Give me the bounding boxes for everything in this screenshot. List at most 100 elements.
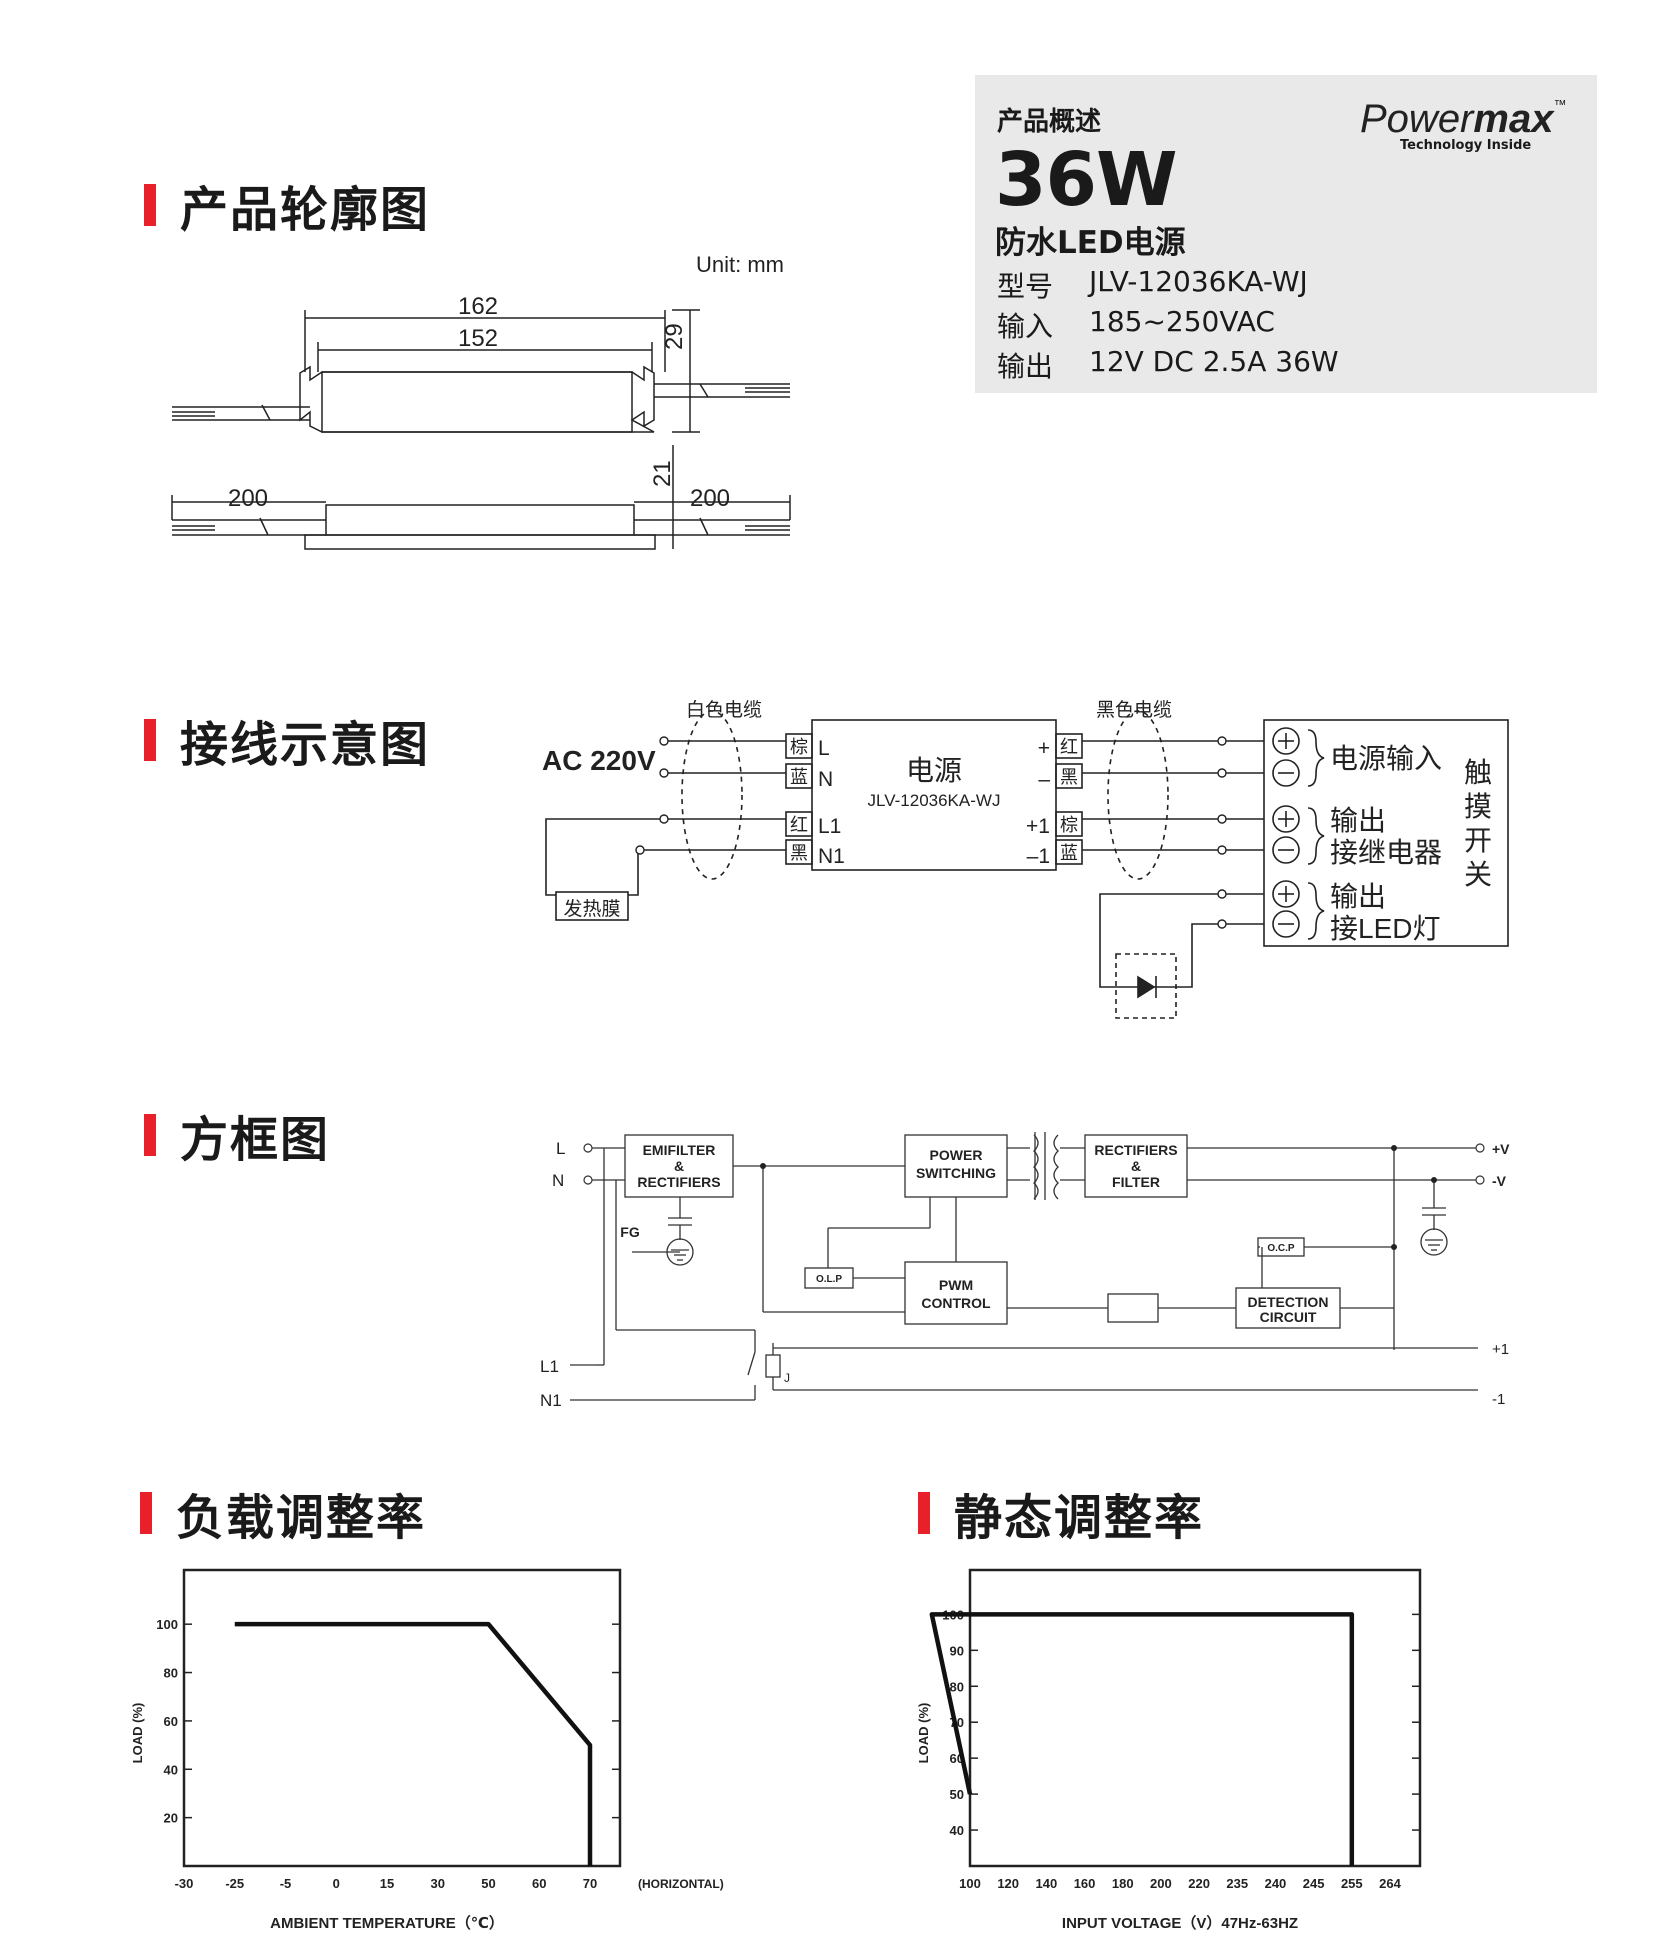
pin-N1: N1 bbox=[818, 845, 845, 868]
dim-200-right: 200 bbox=[690, 485, 730, 512]
switch-title-2: 开 bbox=[1464, 825, 1492, 856]
x-tick-label: 264 bbox=[1379, 1876, 1401, 1891]
in-color-3: 黑 bbox=[790, 843, 808, 863]
sign-plus: + bbox=[1038, 737, 1050, 760]
pin-N: N bbox=[818, 768, 833, 791]
dim-152: 152 bbox=[458, 325, 498, 352]
pin-L1: L1 bbox=[818, 815, 841, 838]
svg-text:N1: N1 bbox=[540, 1391, 562, 1410]
svg-text:+V: +V bbox=[1492, 1141, 1510, 1157]
dim-29: 29 bbox=[661, 323, 688, 350]
group-power-input: 电源输入 bbox=[1330, 743, 1442, 774]
svg-text:L1: L1 bbox=[540, 1357, 559, 1376]
svg-text:FILTER: FILTER bbox=[1112, 1174, 1160, 1190]
psu-name: 电源 bbox=[906, 755, 962, 786]
y-tick-label: 60 bbox=[164, 1714, 178, 1729]
x-tick-label: -25 bbox=[225, 1876, 244, 1891]
psu-model: JLV-12036KA-WJ bbox=[868, 791, 1001, 810]
product-name: 防水LED电源 bbox=[995, 225, 1186, 261]
switch-title-1: 摸 bbox=[1464, 791, 1492, 822]
y-tick-label: 100 bbox=[156, 1617, 178, 1632]
plus-icon bbox=[1272, 727, 1300, 755]
svg-text:-V: -V bbox=[1492, 1173, 1507, 1189]
wiring-diagram: AC 220V 白色电缆 黑色电缆 发热膜 电源 JLV-12036KA-WJ … bbox=[542, 699, 1509, 1019]
y-tick-label: 50 bbox=[950, 1787, 964, 1802]
in-color-0: 棕 bbox=[790, 737, 808, 757]
y-tick-label: 40 bbox=[950, 1823, 964, 1838]
x-tick-label: 140 bbox=[1036, 1876, 1058, 1891]
dim-200-left: 200 bbox=[228, 485, 268, 512]
sign-minus: – bbox=[1038, 768, 1050, 791]
in-color-2: 红 bbox=[790, 815, 808, 835]
block-diagram: EMIFILTER & RECTIFIERS POWER SWITCHING R… bbox=[540, 1132, 1510, 1410]
plus-icon bbox=[1272, 805, 1300, 833]
white-cable-label: 白色电缆 bbox=[686, 699, 762, 721]
section-marker bbox=[140, 1492, 152, 1534]
x-tick-label: -30 bbox=[175, 1876, 194, 1891]
dim-21: 21 bbox=[649, 460, 676, 487]
section-marker bbox=[144, 719, 156, 761]
switch-title-3: 关 bbox=[1464, 859, 1492, 890]
x-axis-label: INPUT VOLTAGE（V）47Hz-63HZ bbox=[1062, 1914, 1298, 1932]
x-tick-label: 245 bbox=[1303, 1876, 1325, 1891]
out-color-0: 红 bbox=[1060, 737, 1078, 757]
svg-text:-1: -1 bbox=[1492, 1391, 1505, 1408]
section-title-block: 方框图 bbox=[144, 1100, 330, 1170]
svg-text:CIRCUIT: CIRCUIT bbox=[1260, 1309, 1317, 1325]
out-color-1: 黑 bbox=[1060, 767, 1078, 787]
ac-220v-label: AC 220V bbox=[542, 745, 656, 776]
section-title-wiring: 接线示意图 bbox=[144, 705, 430, 775]
svg-text:EMIFILTER: EMIFILTER bbox=[643, 1142, 716, 1158]
svg-text:DETECTION: DETECTION bbox=[1248, 1294, 1329, 1310]
svg-text:SWITCHING: SWITCHING bbox=[916, 1165, 996, 1181]
group-led-2: 接LED灯 bbox=[1330, 913, 1440, 944]
x-tick-label: 60 bbox=[532, 1876, 546, 1891]
y-axis-label: LOAD (%) bbox=[130, 1703, 145, 1764]
group-relay-2: 接继电器 bbox=[1330, 837, 1442, 868]
x-tick-label: 15 bbox=[380, 1876, 394, 1891]
svg-text:J: J bbox=[784, 1371, 790, 1385]
minus-icon bbox=[1272, 836, 1300, 864]
overview-label: 产品概述 bbox=[997, 107, 1102, 137]
x-tick-label: 200 bbox=[1150, 1876, 1172, 1891]
group-relay-1: 输出 bbox=[1330, 805, 1386, 836]
x-tick-label: 235 bbox=[1226, 1876, 1248, 1891]
black-cable-label: 黑色电缆 bbox=[1096, 699, 1172, 721]
y-tick-label: 80 bbox=[950, 1679, 964, 1694]
svg-text:RECTIFIERS: RECTIFIERS bbox=[1094, 1142, 1177, 1158]
y-tick-label: 90 bbox=[950, 1643, 964, 1658]
minus-icon bbox=[1272, 759, 1300, 787]
svg-text:L: L bbox=[556, 1139, 565, 1158]
sign-plus1: +1 bbox=[1026, 815, 1050, 838]
x-tick-label: 220 bbox=[1188, 1876, 1210, 1891]
x-tick-label: 240 bbox=[1265, 1876, 1287, 1891]
section-title-static-regulation: 静态调整率 bbox=[918, 1478, 1204, 1548]
in-color-1: 蓝 bbox=[790, 767, 808, 787]
switch-title-0: 触 bbox=[1464, 757, 1492, 788]
x-tick-label: 120 bbox=[997, 1876, 1019, 1891]
heater-label: 发热膜 bbox=[563, 898, 620, 920]
y-tick-label: 40 bbox=[164, 1762, 178, 1777]
section-marker bbox=[918, 1492, 930, 1534]
plus-icon bbox=[1272, 880, 1300, 908]
x-tick-label: 100 bbox=[959, 1876, 981, 1891]
x-axis-label: AMBIENT TEMPERATURE（℃） bbox=[270, 1914, 504, 1932]
y-tick-label: 80 bbox=[164, 1666, 178, 1681]
y-tick-label: 20 bbox=[164, 1811, 178, 1826]
svg-text:O.L.P: O.L.P bbox=[816, 1274, 842, 1285]
x-axis-note: (HORIZONTAL) bbox=[638, 1877, 724, 1891]
section-marker bbox=[144, 1114, 156, 1156]
x-tick-label: 0 bbox=[333, 1876, 340, 1891]
out-color-2: 棕 bbox=[1060, 815, 1078, 835]
svg-text:FG: FG bbox=[620, 1224, 640, 1240]
powermax-logo: Powermax™ Technology Inside bbox=[1360, 97, 1567, 153]
group-led-1: 输出 bbox=[1330, 881, 1386, 912]
sign-minus1: –1 bbox=[1027, 845, 1050, 868]
out-color-3: 蓝 bbox=[1060, 843, 1078, 863]
svg-text:POWER: POWER bbox=[930, 1147, 983, 1163]
y-axis-label: LOAD (%) bbox=[916, 1703, 931, 1764]
